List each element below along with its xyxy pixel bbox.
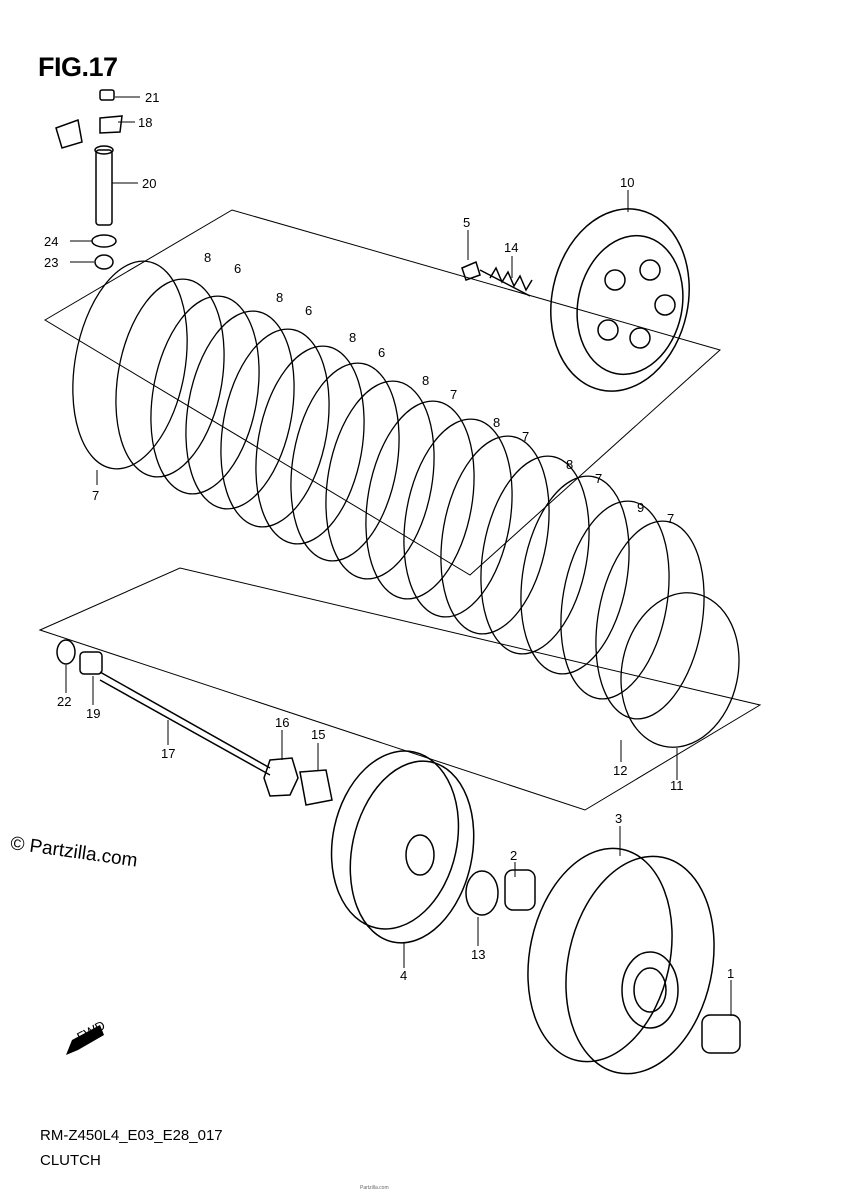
callout: 8 <box>276 290 283 305</box>
clutch-plate-stack <box>72 260 740 748</box>
release-arm-group <box>55 89 123 270</box>
primary-driven-gear-group <box>527 847 741 1075</box>
thrust-washer-13 <box>465 870 499 916</box>
needle-bearing-2 <box>504 869 536 911</box>
callout: 6 <box>305 303 312 318</box>
bearing-23 <box>94 254 114 270</box>
callout: 5 <box>463 215 470 230</box>
callout: 7 <box>522 429 529 444</box>
callout: 14 <box>504 240 518 255</box>
lower-assembly-box <box>38 567 762 811</box>
fwd-arrow-icon: FWD <box>66 1018 108 1055</box>
callout: 7 <box>595 471 602 486</box>
callout: 6 <box>234 261 241 276</box>
callout: 7 <box>667 511 674 526</box>
callout: 7 <box>92 488 99 503</box>
callout: 10 <box>620 175 634 190</box>
bearing-19 <box>79 651 103 675</box>
spacer-1 <box>701 1014 741 1054</box>
circlip-22 <box>56 639 76 665</box>
callout: 18 <box>138 115 152 130</box>
oil-seal-24 <box>91 234 117 248</box>
figure-title: FIG.17 <box>38 52 118 82</box>
callout: 9 <box>637 500 644 515</box>
wire-ring-11 <box>620 592 740 748</box>
callout: 4 <box>400 968 407 983</box>
nut-16 <box>263 757 299 797</box>
pressure-plate-10 <box>550 208 690 392</box>
pressure-plate-group <box>461 208 690 392</box>
washer-15 <box>299 769 333 806</box>
callout: 21 <box>145 90 159 105</box>
callout: 8 <box>204 250 211 265</box>
sleeve-hub-group <box>330 750 536 944</box>
callout: 8 <box>566 457 573 472</box>
callout: 8 <box>493 415 500 430</box>
bolt-5 <box>461 260 481 281</box>
callout: 17 <box>161 746 175 761</box>
callout: 15 <box>311 727 325 742</box>
callout: 23 <box>44 255 58 270</box>
callout: 12 <box>613 763 627 778</box>
model-code: RM-Z450L4_E03_E28_017 <box>40 1127 223 1144</box>
section-name: CLUTCH <box>40 1152 101 1169</box>
release-shaft-20 <box>95 149 113 226</box>
arm-tab <box>55 118 83 149</box>
callout: 16 <box>275 715 289 730</box>
callout: 13 <box>471 947 485 962</box>
upper-assembly-box <box>44 209 722 576</box>
callout: 7 <box>450 387 457 402</box>
callout: 8 <box>422 373 429 388</box>
callout-labels: 21 18 20 24 23 5 14 10 8 6 8 6 8 6 8 7 8… <box>44 90 734 983</box>
callout: 1 <box>727 966 734 981</box>
spring-14 <box>489 266 533 292</box>
primary-driven-gear-3 <box>565 855 715 1075</box>
callout: 2 <box>510 848 517 863</box>
footer-note: Partzilla.com <box>360 1185 389 1191</box>
sleeve-hub-4 <box>349 760 475 944</box>
push-rod-17 <box>99 671 271 769</box>
callout: 8 <box>349 330 356 345</box>
callout: 24 <box>44 234 58 249</box>
callout: 11 <box>670 778 684 793</box>
release-arm-18 <box>99 115 123 134</box>
bolt-21 <box>99 89 115 101</box>
callout: 22 <box>57 694 71 709</box>
callout: 3 <box>615 811 622 826</box>
callout: 6 <box>378 345 385 360</box>
leader-lines <box>65 96 732 1016</box>
push-rod-group <box>56 639 333 806</box>
callout: 20 <box>142 176 156 191</box>
callout: 19 <box>86 706 100 721</box>
